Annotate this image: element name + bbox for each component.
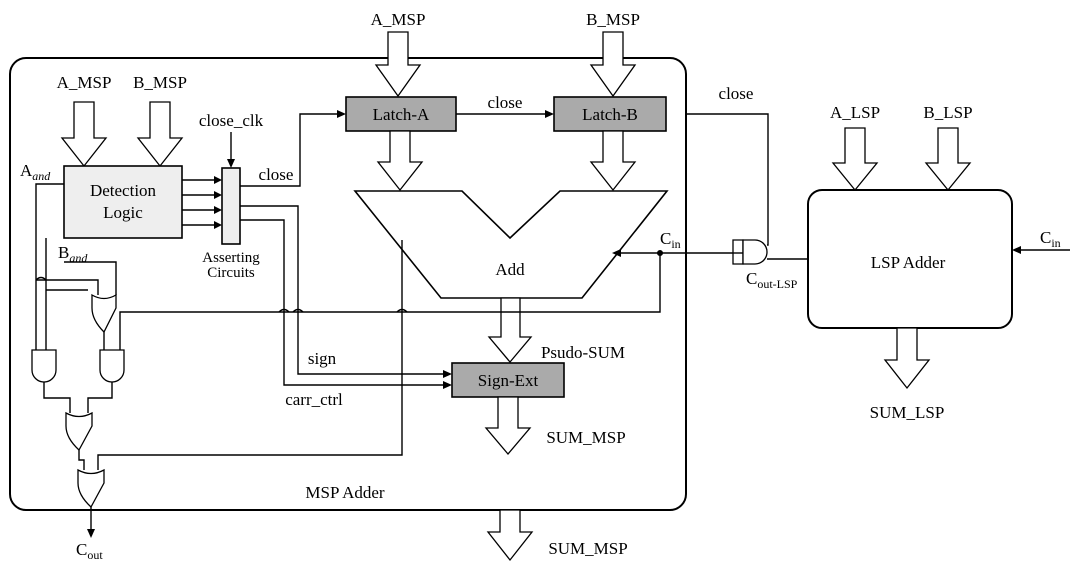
top-a-msp-label: A_MSP: [371, 10, 426, 29]
lsp-cin-label: Cin: [1040, 228, 1061, 250]
cin-label: Cin: [660, 229, 681, 251]
b-lsp-label: B_LSP: [923, 103, 972, 122]
sum-msp-outer-arrow: [486, 509, 534, 562]
carr-ctrl-label: carr_ctrl: [285, 390, 343, 409]
latch-a-label: Latch-A: [373, 105, 430, 124]
carr-ctrl-wire: [240, 219, 444, 386]
sum-msp-outer-label: SUM_MSP: [548, 539, 627, 558]
add-label: Add: [495, 260, 525, 279]
a-lsp-arrow: [831, 127, 879, 192]
detection-to-asserting-wires: [182, 176, 222, 229]
sum-lsp-label: SUM_LSP: [870, 403, 945, 422]
and-gate-1: [31, 349, 57, 383]
cout-label: Cout: [76, 540, 103, 562]
inner-b-msp-label: B_MSP: [133, 73, 187, 92]
psudo-sum-label: Psudo-SUM: [541, 343, 625, 362]
close-wire-to-latch-a: [240, 113, 338, 187]
lsp-adder-title: LSP Adder: [871, 253, 946, 272]
sum-msp-inner-arrow: [484, 396, 532, 456]
cin-arrowhead: [612, 249, 621, 257]
and-gate-between: [742, 239, 768, 265]
sign-label: sign: [308, 349, 337, 368]
or-gate-2: [65, 411, 93, 452]
a-lsp-label: A_LSP: [830, 103, 880, 122]
cout-lsp-label: Cout-LSP: [746, 269, 798, 291]
left-gate-network: [31, 183, 661, 538]
asserting-label-line1: Asserting: [202, 250, 260, 266]
or-gate-1: [91, 293, 117, 334]
sum-msp-inner-label: SUM_MSP: [546, 428, 625, 447]
close-arrowhead-latch-b: [545, 110, 554, 118]
a-and-label: Aand: [20, 161, 51, 183]
cin-junction: [657, 250, 663, 256]
asserting-label-line2: Circuits: [207, 265, 255, 281]
close-clk-label: close_clk: [199, 111, 264, 130]
or-gate-3: [77, 468, 105, 509]
carr-ctrl-arrowhead: [443, 381, 452, 389]
close-arrowhead-latch-a: [337, 110, 346, 118]
add-block: [353, 190, 669, 299]
psudo-sum-arrow: [487, 297, 533, 364]
sum-lsp-arrow: [883, 327, 931, 390]
sign-arrowhead: [443, 370, 452, 378]
lsp-cin-arrowhead: [1012, 246, 1021, 254]
msp-adder-title: MSP Adder: [305, 483, 385, 502]
b-lsp-arrow: [924, 127, 972, 192]
close-label-asserting: close: [259, 165, 294, 184]
detection-logic-line1: Detection: [90, 181, 157, 200]
top-b-msp-arrow: [589, 31, 637, 98]
detection-logic-line2: Logic: [103, 203, 143, 222]
detection-logic-box: [63, 165, 183, 239]
asserting-circuits-box: [221, 167, 241, 245]
latch-b-label: Latch-B: [582, 105, 638, 124]
close-label-between: close: [719, 84, 754, 103]
top-a-msp-arrow: [374, 31, 422, 98]
latch-b-box: [553, 96, 667, 132]
sign-ext-label: Sign-Ext: [478, 371, 539, 390]
inner-a-msp-arrow: [60, 101, 108, 168]
sign-wire: [240, 205, 444, 375]
latch-a-to-add-arrow: [376, 130, 424, 192]
close-wire-to-and: [686, 113, 769, 246]
inner-b-msp-arrow: [136, 101, 184, 168]
inner-a-msp-label: A_MSP: [57, 73, 112, 92]
top-b-msp-label: B_MSP: [586, 10, 640, 29]
latch-b-to-add-arrow: [589, 130, 637, 192]
close-clk-arrowhead: [227, 159, 235, 168]
and-gate-2: [99, 349, 125, 383]
close-label-latch-ab: close: [488, 93, 523, 112]
